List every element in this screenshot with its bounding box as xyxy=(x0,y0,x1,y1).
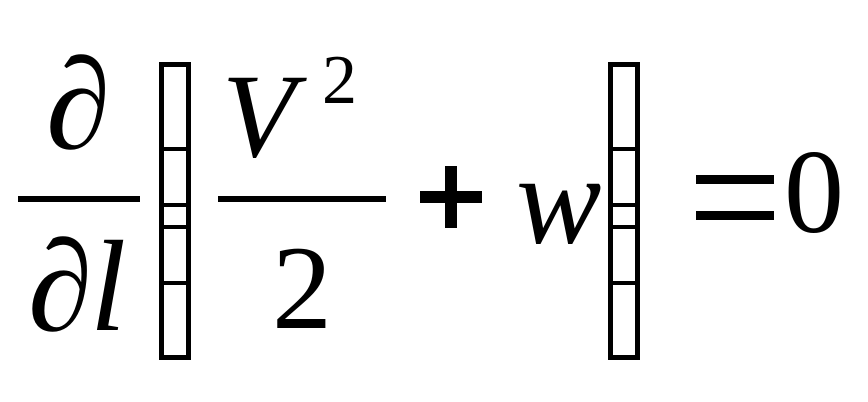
left-bracket xyxy=(159,62,191,360)
velocity-fraction-bar xyxy=(218,196,386,202)
right-hand-side-zero: 0 xyxy=(784,125,844,258)
derivative-fraction-bar xyxy=(18,196,140,202)
partial-denominator-variable: l xyxy=(90,215,127,359)
potential-variable-w: w xyxy=(516,129,602,271)
fraction-denominator: 2 xyxy=(272,221,332,354)
partial-numerator: ∂ xyxy=(46,33,111,177)
right-bracket xyxy=(608,62,640,360)
velocity-exponent: 2 xyxy=(322,42,357,119)
plus-operator: + xyxy=(420,166,482,228)
partial-denominator-symbol: ∂ xyxy=(28,215,93,359)
equals-operator: = xyxy=(696,175,774,220)
velocity-variable: V xyxy=(222,49,296,182)
